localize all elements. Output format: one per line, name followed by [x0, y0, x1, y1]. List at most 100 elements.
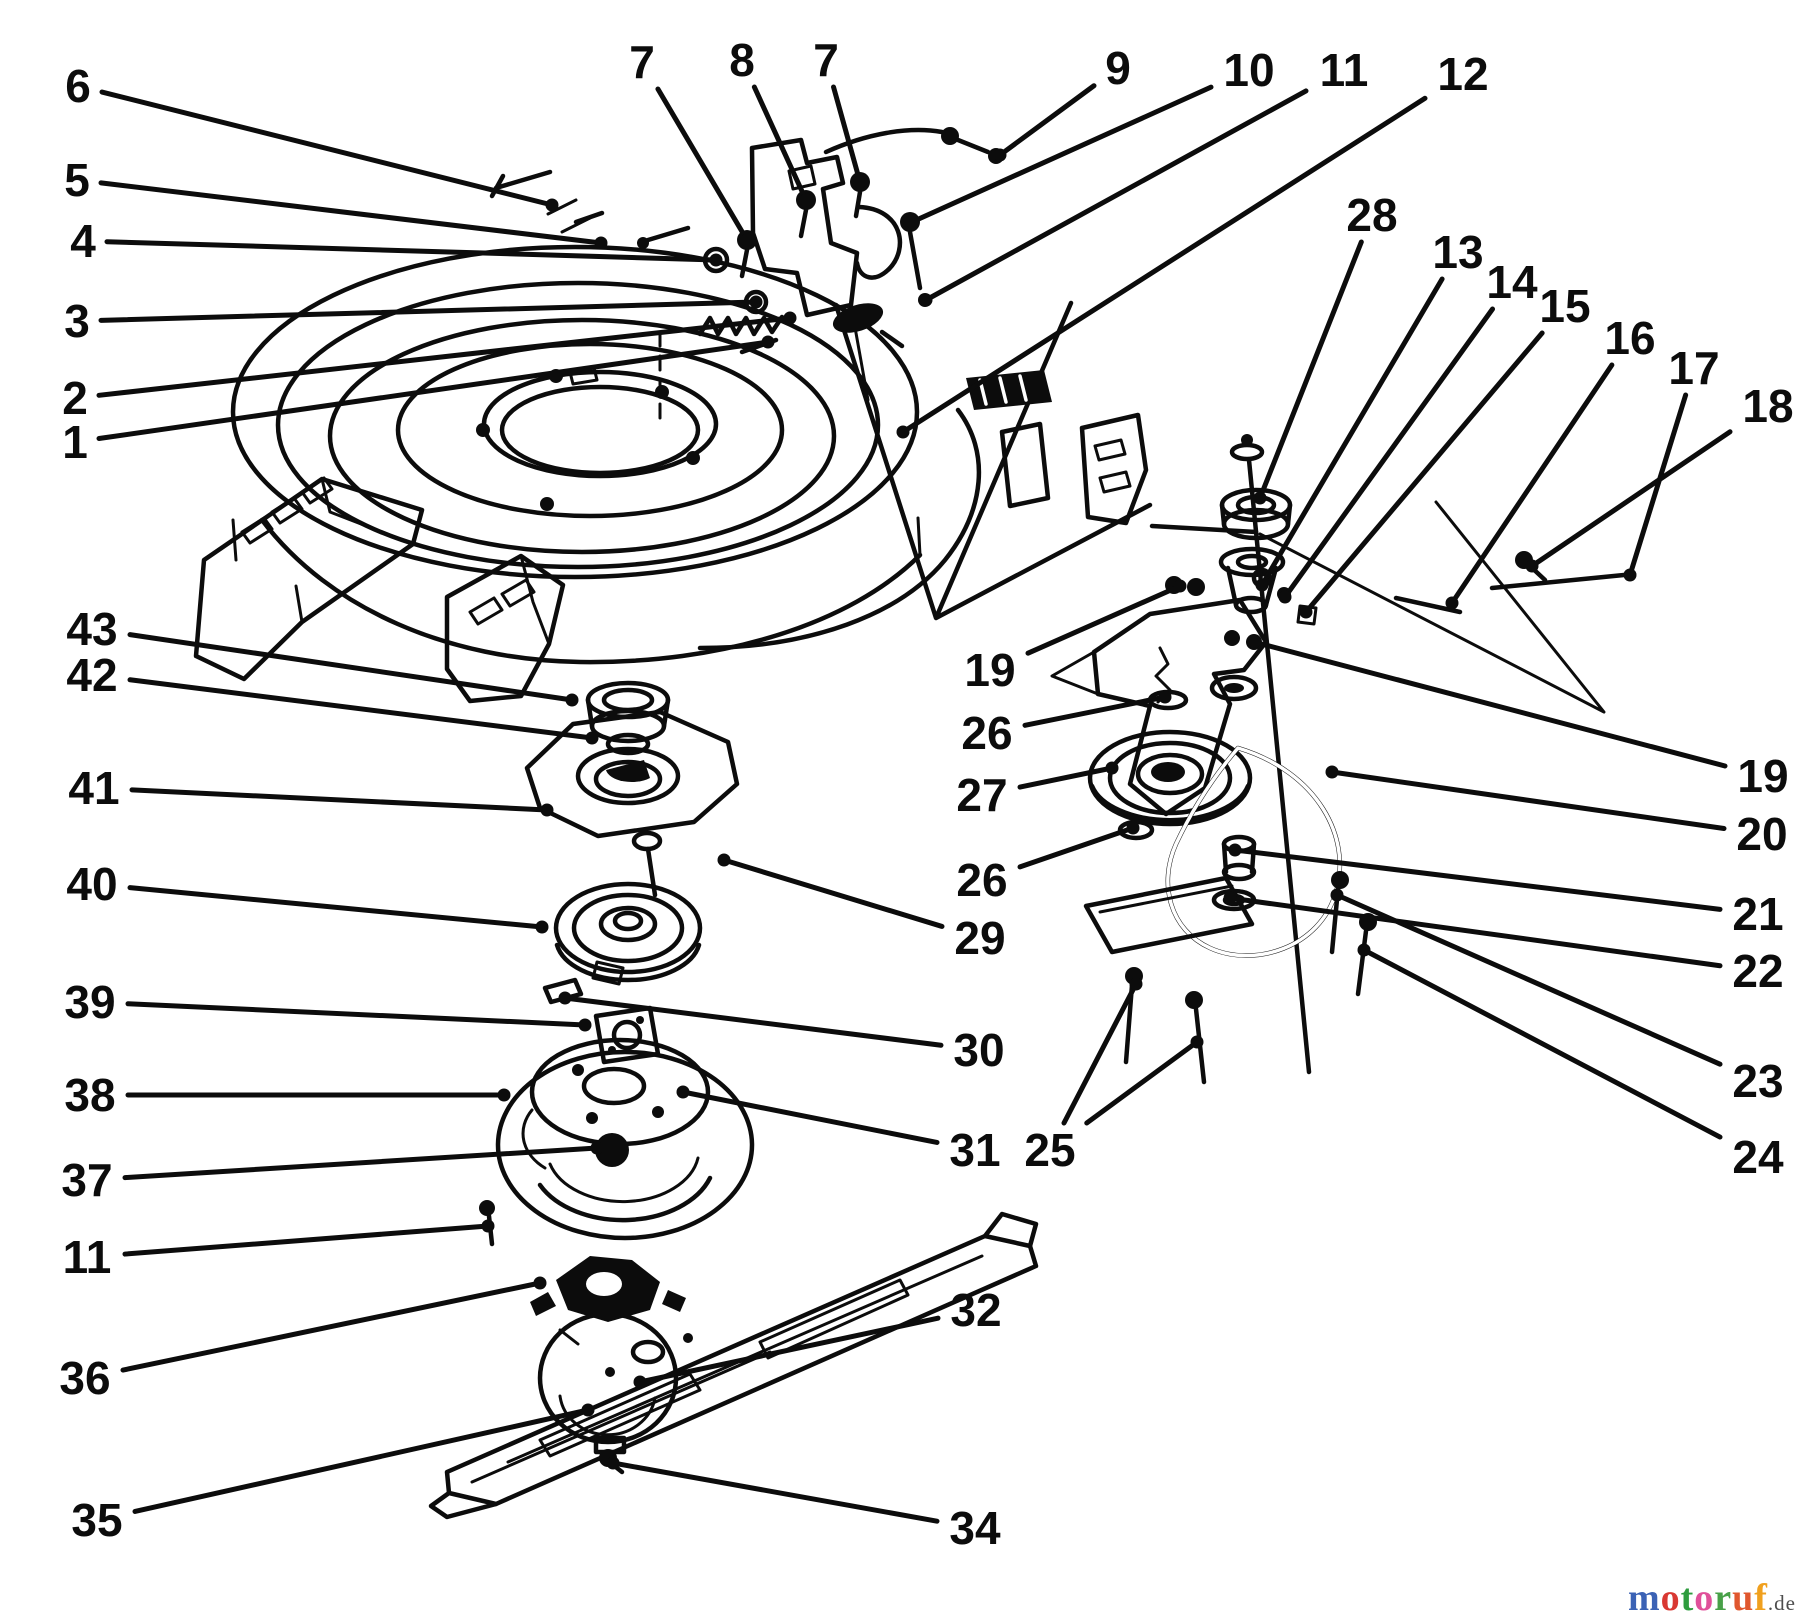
spacer-21	[1221, 834, 1257, 882]
callout-dot-24	[1357, 943, 1371, 957]
callout-dot-19	[1173, 579, 1187, 593]
callout-leader-13	[1259, 276, 1445, 588]
callout-leader-25	[1061, 981, 1139, 1126]
callout-label-17: 17	[1668, 342, 1719, 394]
callout-leader-11	[923, 88, 1309, 303]
callout-leader-26	[1017, 825, 1136, 870]
callout-label-13: 13	[1432, 226, 1483, 278]
callout-label-24: 24	[1732, 1131, 1784, 1183]
callout-dot-13	[1255, 578, 1269, 592]
drive-key-30	[542, 977, 584, 1005]
callout-leader-26	[1022, 694, 1168, 728]
callout-label-6: 6	[65, 60, 91, 112]
callout-label-43: 43	[66, 603, 117, 655]
rod-17	[1489, 571, 1637, 591]
callout-label-42: 42	[66, 649, 117, 701]
callout-label-11: 11	[63, 1231, 112, 1283]
callout-label-27: 27	[956, 769, 1007, 821]
callout-leader-11	[122, 1223, 491, 1257]
callout-label-7: 7	[629, 36, 655, 88]
callout-leader-9	[997, 83, 1097, 158]
watermark: motoruf.de	[1628, 1579, 1796, 1617]
blade-brake-housing-38	[495, 1049, 755, 1241]
callout-label-4: 4	[70, 215, 96, 267]
callout-dot-18	[1525, 559, 1539, 573]
callout-leader-18	[1529, 429, 1733, 569]
callout-dot-15	[1299, 605, 1313, 619]
callout-leader-37	[122, 1145, 600, 1181]
callout-dot-5	[594, 236, 608, 250]
callout-dot-28	[1253, 491, 1267, 505]
callout-dot-21	[1228, 843, 1242, 857]
callout-leader-29	[721, 857, 945, 929]
callout-leader-4	[104, 239, 719, 263]
pin-16a	[1149, 523, 1259, 535]
callout-leader-7	[655, 86, 750, 243]
callout-dot-36	[533, 1276, 547, 1290]
callout-dot-20	[1325, 765, 1339, 779]
left-deck-bracket	[193, 476, 425, 682]
callout-leader-41	[129, 787, 550, 813]
callout-label-37: 37	[61, 1154, 112, 1206]
callout-leader-40	[127, 885, 545, 930]
callout-label-9: 9	[1105, 42, 1131, 94]
drive-belt-20	[1165, 745, 1342, 958]
callout-dot-31	[676, 1085, 690, 1099]
callout-label-14: 14	[1486, 256, 1538, 308]
callout-leader-24	[1361, 947, 1723, 1140]
callout-dot-29	[717, 853, 731, 867]
callout-leader-43	[127, 632, 575, 703]
callout-dot-37	[590, 1141, 604, 1155]
watermark-letter: u	[1732, 1577, 1755, 1619]
callout-dot-23	[1330, 888, 1344, 902]
watermark-letter: o	[1660, 1577, 1681, 1619]
callout-label-41: 41	[68, 762, 119, 814]
callout-dot-9	[993, 148, 1007, 162]
callout-label-23: 23	[1732, 1055, 1783, 1107]
callout-dot-14	[1278, 590, 1292, 604]
callout-dot-6	[545, 198, 559, 212]
callout-leader-22	[1227, 895, 1723, 969]
callout-label-11: 11	[1320, 44, 1369, 96]
callout-dot-25	[1190, 1035, 1204, 1049]
callout-label-32: 32	[950, 1284, 1001, 1336]
right-deck-bracket	[966, 370, 1149, 526]
callout-dot-38	[497, 1088, 511, 1102]
pin-16b	[1393, 595, 1463, 615]
shaft-bolt-29	[631, 830, 663, 898]
callout-label-31: 31	[949, 1124, 1000, 1176]
top-nut-washer	[1229, 434, 1265, 462]
idler-pulley-27	[1087, 729, 1253, 827]
callout-label-38: 38	[64, 1069, 115, 1121]
callout-dot-10	[905, 215, 919, 229]
callout-dot-34	[606, 1456, 620, 1470]
callout-label-1: 1	[62, 416, 88, 468]
callout-label-19: 19	[964, 644, 1015, 696]
clamp-block	[832, 303, 884, 333]
belt-guard-lines	[833, 300, 1153, 621]
callout-label-2: 2	[62, 372, 88, 424]
callout-label-8: 8	[729, 34, 755, 86]
callout-leader-10	[909, 84, 1214, 225]
right-idler-assembly	[1050, 434, 1637, 1085]
deck-bolts	[476, 369, 700, 511]
callout-label-36: 36	[59, 1352, 110, 1404]
callout-dot-11	[919, 293, 933, 307]
callout-dot-39	[578, 1018, 592, 1032]
callout-dot-16	[1445, 596, 1459, 610]
deck-opening	[481, 369, 719, 479]
callout-dot-25	[1129, 977, 1143, 991]
callout-dot-8	[799, 193, 813, 207]
callout-dot-26	[1158, 690, 1172, 704]
callout-label-35: 35	[71, 1494, 122, 1546]
callout-dot-3	[749, 295, 763, 309]
callout-leader-1	[96, 339, 771, 442]
watermark-word: motoruf	[1628, 1577, 1768, 1619]
control-bracket-assembly	[489, 127, 1004, 402]
callout-dot-2	[783, 311, 797, 325]
callout-label-26: 26	[961, 707, 1012, 759]
callout-leader-39	[125, 1001, 588, 1028]
callout-label-7: 7	[813, 34, 839, 86]
callout-label-3: 3	[64, 295, 90, 347]
